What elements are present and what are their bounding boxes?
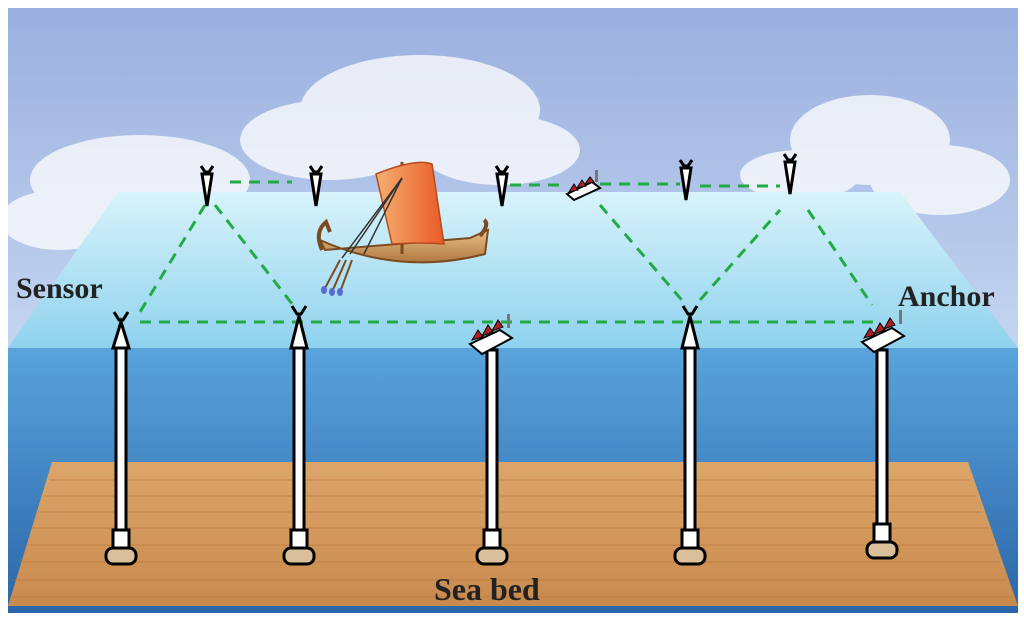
ship-icon (316, 161, 490, 296)
sensor-node-icon (494, 165, 510, 207)
water-surface (8, 192, 1018, 348)
sea-bed-grain (10, 479, 1012, 598)
moored-sensor-node (104, 311, 138, 566)
sensor-node-icon (678, 159, 694, 201)
anchor-node-icon (565, 170, 602, 202)
moored-sensor-node (673, 305, 707, 566)
moored-anchor-node (468, 314, 514, 566)
sensor-node-icon (199, 165, 215, 207)
sea-bed-plane (8, 462, 1018, 606)
moored-sensor-node (282, 305, 316, 566)
sensor-node-icon (782, 153, 798, 195)
sea-bed-label: Sea bed (434, 571, 540, 607)
sensor-node-icon (308, 165, 324, 207)
sensor-label: Sensor (16, 272, 103, 305)
anchor-label: Anchor (898, 280, 995, 313)
moored-anchor-node (860, 310, 906, 560)
